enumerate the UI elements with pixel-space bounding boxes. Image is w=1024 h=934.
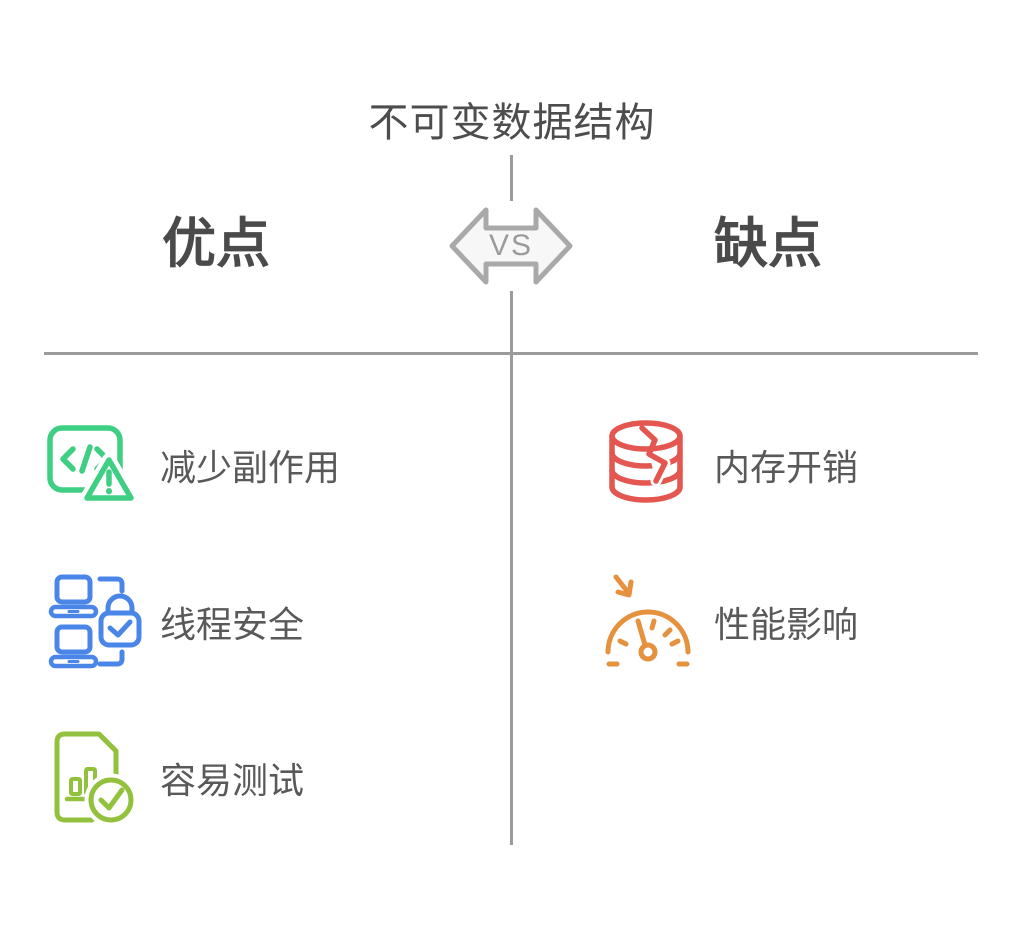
double-arrow-icon <box>449 207 573 285</box>
database-crack-icon <box>596 415 696 515</box>
item-label: 内存开销 <box>714 447 859 488</box>
list-item: 性能影响 <box>596 572 858 672</box>
vs-badge: VS <box>448 196 574 296</box>
test-report-check-icon <box>42 728 142 828</box>
advantages-heading: 优点 <box>162 214 270 274</box>
disadvantages-heading: 缺点 <box>714 214 822 274</box>
list-item: 容易测试 <box>42 728 304 828</box>
item-label: 容易测试 <box>160 760 305 801</box>
laptops-lock-icon <box>42 572 142 672</box>
item-label: 线程安全 <box>160 604 305 645</box>
vertical-divider-top <box>510 155 513 201</box>
list-item: 线程安全 <box>42 572 304 672</box>
vertical-divider-bottom <box>510 291 513 845</box>
vs-label: VS <box>488 229 534 262</box>
code-warning-icon <box>42 415 142 515</box>
list-item: 减少副作用 <box>42 415 340 515</box>
diagram-title: 不可变数据结构 <box>368 101 656 145</box>
item-label: 减少副作用 <box>160 447 341 488</box>
gauge-pressure-icon <box>596 572 696 672</box>
item-label: 性能影响 <box>714 604 859 645</box>
list-item: 内存开销 <box>596 415 858 515</box>
horizontal-divider <box>44 352 978 355</box>
